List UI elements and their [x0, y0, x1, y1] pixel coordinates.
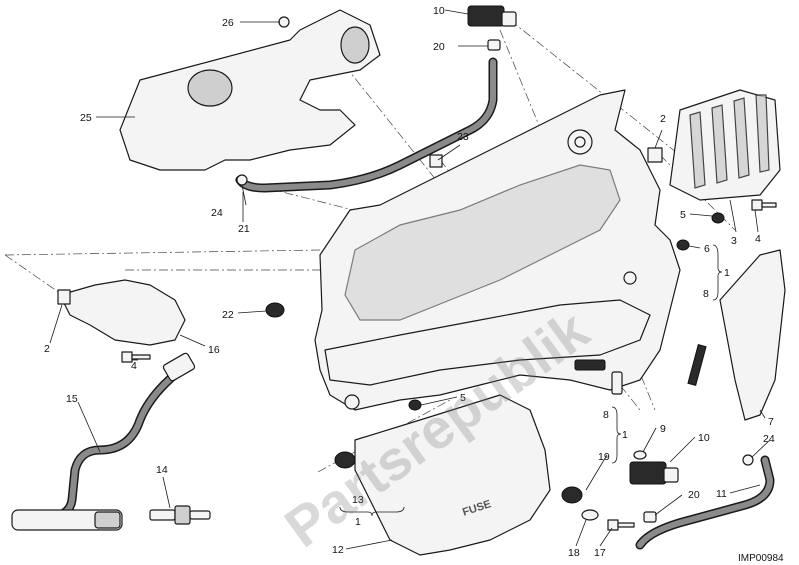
callout-14: 14: [156, 464, 168, 476]
ring-26: [278, 16, 290, 28]
ring-24-top: [236, 174, 248, 186]
grommet-19: [561, 486, 583, 504]
callout-18: 18: [568, 547, 580, 559]
callout-16: 16: [208, 344, 220, 356]
callout-13: 13: [352, 494, 364, 506]
callout-1-bottom: 1: [355, 516, 361, 528]
callout-7: 7: [768, 416, 774, 428]
screw-17: [607, 519, 635, 531]
grommet-22: [265, 302, 285, 318]
callout-2-top: 2: [660, 113, 666, 125]
callout-1-center: 1: [622, 429, 628, 441]
grommet-6: [676, 239, 690, 251]
callout-12: 12: [332, 544, 344, 556]
frame-lower-rail: [324, 299, 651, 386]
callout-8-center: 8: [603, 409, 609, 421]
hose-upper-inner: [237, 59, 496, 191]
callout-8-right: 8: [703, 288, 709, 300]
callout-10-bottom: 10: [698, 432, 710, 444]
callout-11: 11: [716, 488, 727, 500]
sensor-lower: [629, 461, 679, 523]
callout-25: 25: [80, 112, 92, 124]
grommet-13: [334, 451, 356, 469]
sensor-bracket: [59, 279, 186, 346]
grommet-5-top: [711, 212, 725, 224]
callout-24-bottom: 24: [763, 433, 775, 445]
sensor-top: [467, 5, 517, 51]
callout-20-bottom: 20: [688, 489, 700, 501]
bolt-vertical: [611, 371, 623, 395]
nut-9: [633, 450, 647, 460]
ring-24-bottom: [742, 454, 754, 466]
callout-19: 19: [598, 451, 610, 463]
callout-3: 3: [731, 235, 737, 247]
shield-hole-right: [340, 26, 370, 64]
rubber-strip-center: [574, 359, 606, 371]
brace-bottom: [339, 506, 405, 517]
callout-numbers: 26 25 10 20 23 24 21 2 5 4 3 6 1 8 22 16…: [44, 5, 775, 559]
frame-mount-left: [344, 394, 360, 410]
callout-20-top: 20: [433, 41, 445, 53]
side-cover: [719, 249, 786, 421]
frame-inner-tray: [344, 164, 621, 321]
clip-right: [647, 147, 663, 163]
frame-mount-right: [623, 271, 637, 285]
callout-24-top: 24: [211, 207, 223, 219]
callout-1-right: 1: [724, 267, 730, 279]
rubber-strip-right: [687, 344, 707, 386]
clip-top: [429, 154, 443, 168]
callout-21: 21: [238, 223, 250, 235]
bolt-4-right: [751, 199, 777, 211]
callout-5-top: 5: [680, 209, 686, 221]
shield-hole-left: [187, 69, 233, 107]
leader-lines: [49, 9, 771, 550]
callout-17: 17: [594, 547, 606, 559]
hose-lower-inner: [637, 457, 773, 548]
washer-18: [581, 509, 599, 521]
lambda-probe: [149, 505, 211, 525]
callout-26: 26: [222, 17, 234, 29]
callout-9: 9: [660, 423, 666, 435]
callout-6: 6: [704, 243, 710, 255]
heat-shield-plate: [119, 9, 381, 171]
callout-15: 15: [66, 393, 78, 405]
connector-15: [162, 352, 196, 382]
callout-23: 23: [457, 131, 469, 143]
callout-22: 22: [222, 309, 234, 321]
clip-left: [57, 289, 71, 305]
regulator: [669, 89, 781, 201]
callout-5-bottom: 5: [460, 392, 466, 404]
callout-4-left: 4: [131, 360, 137, 372]
drawing-code: IMP00984: [738, 553, 784, 564]
sensor-boot-end: [94, 511, 121, 529]
cable-15-inner: [47, 369, 181, 521]
lower-cover: [354, 394, 551, 556]
brace-upper: [712, 244, 723, 301]
gear-icon: [567, 129, 593, 155]
callout-4-right: 4: [755, 233, 761, 245]
bolt-4-left: [121, 351, 151, 363]
callout-10-top: 10: [433, 5, 445, 17]
brace-lower: [611, 406, 622, 464]
callout-2-left: 2: [44, 343, 50, 355]
